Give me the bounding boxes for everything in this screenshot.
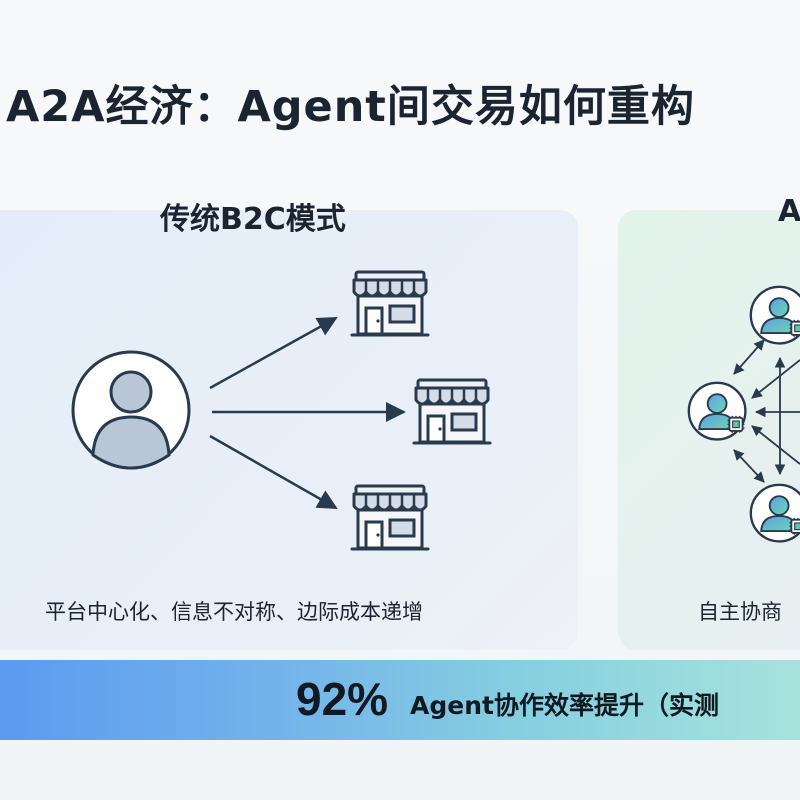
- efficiency-label: Agent协作效率提升（实测: [410, 691, 719, 720]
- distribution-arrows: [209, 316, 406, 510]
- agent-network-arrows: [733, 339, 800, 483]
- a2a-heading: A: [778, 194, 800, 229]
- store-icon: [350, 484, 430, 551]
- agent-user-icon: [749, 483, 800, 543]
- agent-user-icon: [687, 381, 747, 441]
- page-title: A2A经济：Agent间交易如何重构: [6, 82, 695, 132]
- a2a-caption: 自主协商: [698, 600, 782, 624]
- store-icon: [412, 378, 492, 445]
- user-icon: [71, 350, 191, 470]
- efficiency-banner: 92% Agent协作效率提升（实测: [0, 660, 800, 740]
- efficiency-value: 92%: [296, 673, 389, 725]
- b2c-caption: 平台中心化、信息不对称、边际成本递增: [45, 600, 423, 624]
- b2c-heading: 传统B2C模式: [160, 202, 346, 237]
- agent-user-icon: [749, 285, 800, 345]
- store-icon: [350, 270, 430, 337]
